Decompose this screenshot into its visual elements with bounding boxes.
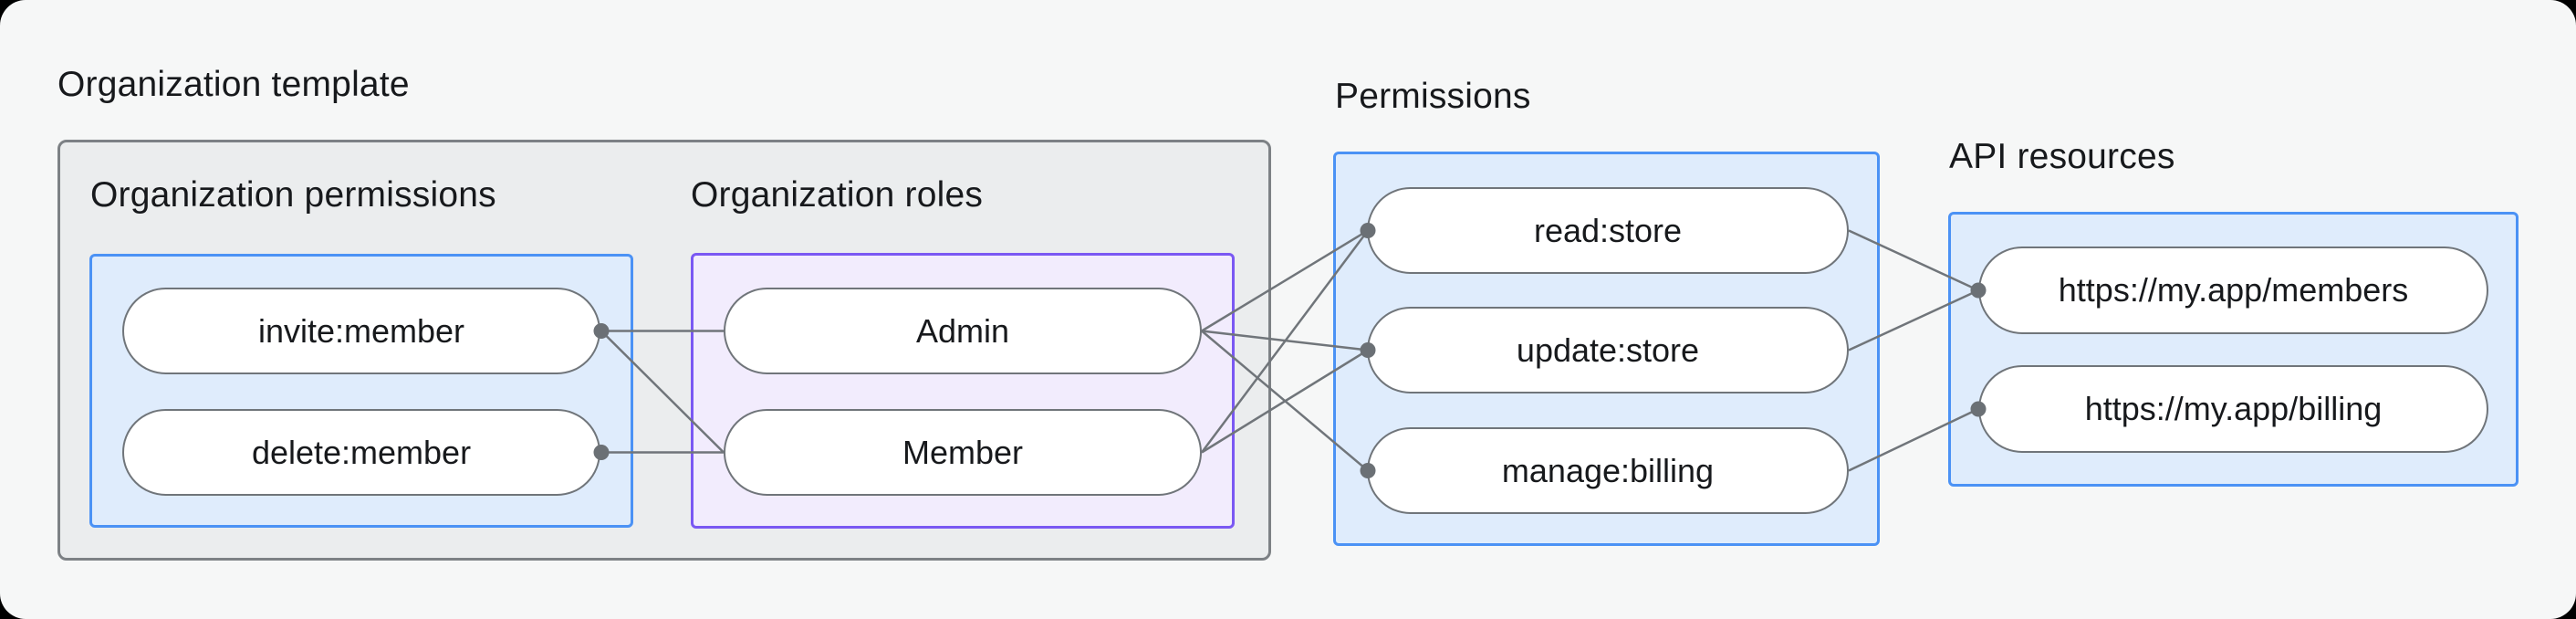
node-member-role: Member — [724, 409, 1202, 496]
organization-permissions-title: Organization permissions — [90, 175, 496, 215]
node-update-store: update:store — [1367, 307, 1849, 393]
node-manage-billing: manage:billing — [1367, 427, 1849, 514]
organization-roles-title: Organization roles — [691, 175, 984, 215]
node-api-members-url: https://my.app/members — [1978, 247, 2488, 334]
node-invite-member: invite:member — [122, 288, 600, 374]
node-admin-role: Admin — [724, 288, 1202, 374]
node-api-billing-url: https://my.app/billing — [1978, 365, 2488, 453]
node-delete-member: delete:member — [122, 409, 600, 496]
node-read-store: read:store — [1367, 187, 1849, 274]
permissions-title: Permissions — [1335, 77, 1531, 116]
api-resources-title: API resources — [1949, 137, 2175, 176]
organization-template-title: Organization template — [57, 65, 410, 104]
